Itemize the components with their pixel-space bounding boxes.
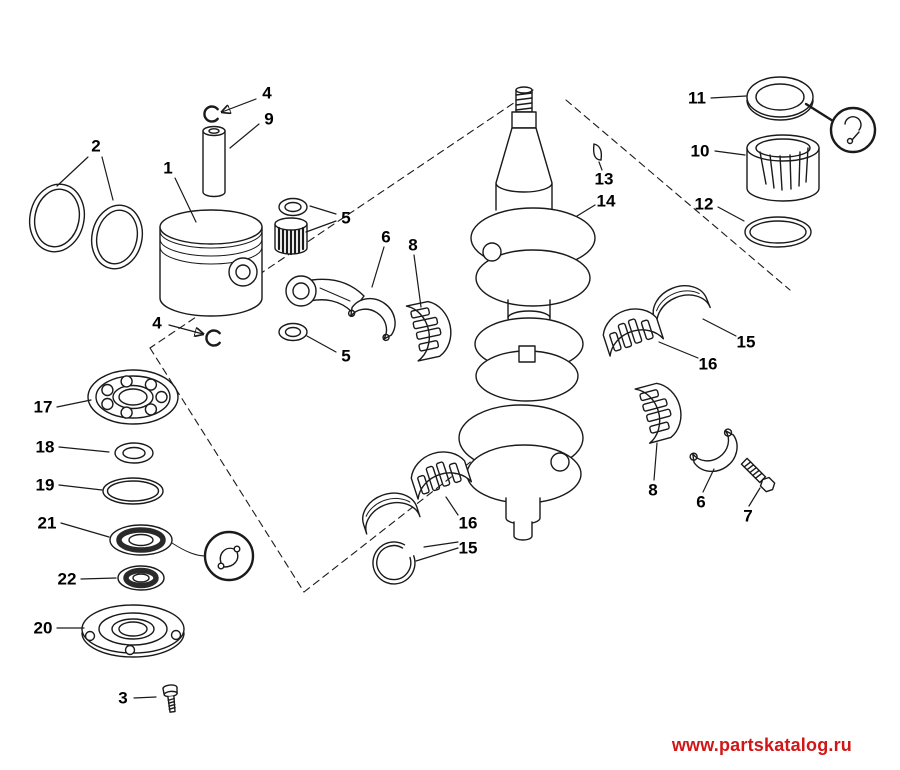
watermark-link[interactable]: www.partskatalog.ru bbox=[671, 735, 852, 755]
retaining-clip-top bbox=[203, 105, 219, 123]
part-label-12-13: 12 bbox=[695, 195, 714, 214]
part-label-4-7: 4 bbox=[152, 314, 162, 333]
seal-ring-top bbox=[746, 76, 814, 121]
crankcase-head bbox=[81, 604, 185, 658]
connecting-rod bbox=[285, 275, 396, 342]
part-label-21-22: 21 bbox=[38, 514, 57, 533]
part-label-9-1: 9 bbox=[264, 110, 273, 129]
part-label-2-2: 2 bbox=[91, 137, 100, 156]
part-label-15-27: 15 bbox=[459, 539, 478, 558]
washer bbox=[114, 442, 154, 464]
part-label-4-0: 4 bbox=[262, 84, 272, 103]
part-label-8-6: 8 bbox=[408, 236, 417, 255]
screw bbox=[162, 684, 178, 713]
part-label-5-8: 5 bbox=[341, 347, 350, 366]
part-label-8-16: 8 bbox=[648, 481, 657, 500]
dowel-pin bbox=[592, 143, 603, 161]
part-label-15-14: 15 bbox=[737, 333, 756, 352]
main-needle-bearing bbox=[746, 134, 820, 202]
wrist-pin-bearing bbox=[274, 197, 308, 256]
retaining-clip-bottom bbox=[205, 329, 221, 347]
retaining-ring bbox=[372, 541, 416, 585]
part-label-5-4: 5 bbox=[341, 209, 350, 228]
part-label-3-25: 3 bbox=[118, 689, 127, 708]
part-label-20-24: 20 bbox=[34, 619, 53, 638]
crankshaft bbox=[458, 86, 596, 541]
bearing-cage-left bbox=[405, 297, 457, 362]
part-label-19-21: 19 bbox=[36, 476, 55, 495]
part-label-6-5: 6 bbox=[381, 228, 390, 247]
piston-rings bbox=[28, 183, 144, 270]
part-label-13-9: 13 bbox=[595, 170, 614, 189]
part-label-14-10: 14 bbox=[597, 192, 616, 211]
part-label-11-11: 11 bbox=[688, 89, 706, 108]
part-label-7-18: 7 bbox=[743, 507, 752, 526]
o-ring-left bbox=[102, 477, 164, 505]
piston-pin bbox=[202, 125, 226, 198]
piston bbox=[159, 209, 263, 317]
bearing-cage-right-lower bbox=[634, 378, 688, 444]
rod-cap bbox=[689, 428, 738, 473]
seal-detail-balloon bbox=[171, 530, 255, 582]
leader-lines bbox=[56, 95, 761, 699]
part-label-16-15: 16 bbox=[699, 355, 718, 374]
thrust-washer bbox=[278, 322, 308, 342]
oil-seal-lower bbox=[117, 565, 165, 591]
oil-seal-upper bbox=[109, 524, 173, 556]
bearing-shell-center bbox=[356, 485, 421, 535]
part-label-10-12: 10 bbox=[691, 142, 710, 161]
part-label-17-19: 17 bbox=[34, 398, 53, 417]
part-label-1-3: 1 bbox=[163, 159, 172, 178]
part-label-6-17: 6 bbox=[696, 493, 705, 512]
main-ball-bearing bbox=[87, 369, 179, 425]
part-label-18-20: 18 bbox=[36, 438, 55, 457]
part-label-22-23: 22 bbox=[58, 570, 77, 589]
bearing-cage-center bbox=[405, 444, 473, 500]
rod-bolt bbox=[740, 457, 776, 493]
o-ring-top bbox=[744, 216, 812, 248]
part-label-16-26: 16 bbox=[459, 514, 478, 533]
clip-detail-balloon-top bbox=[804, 102, 877, 154]
